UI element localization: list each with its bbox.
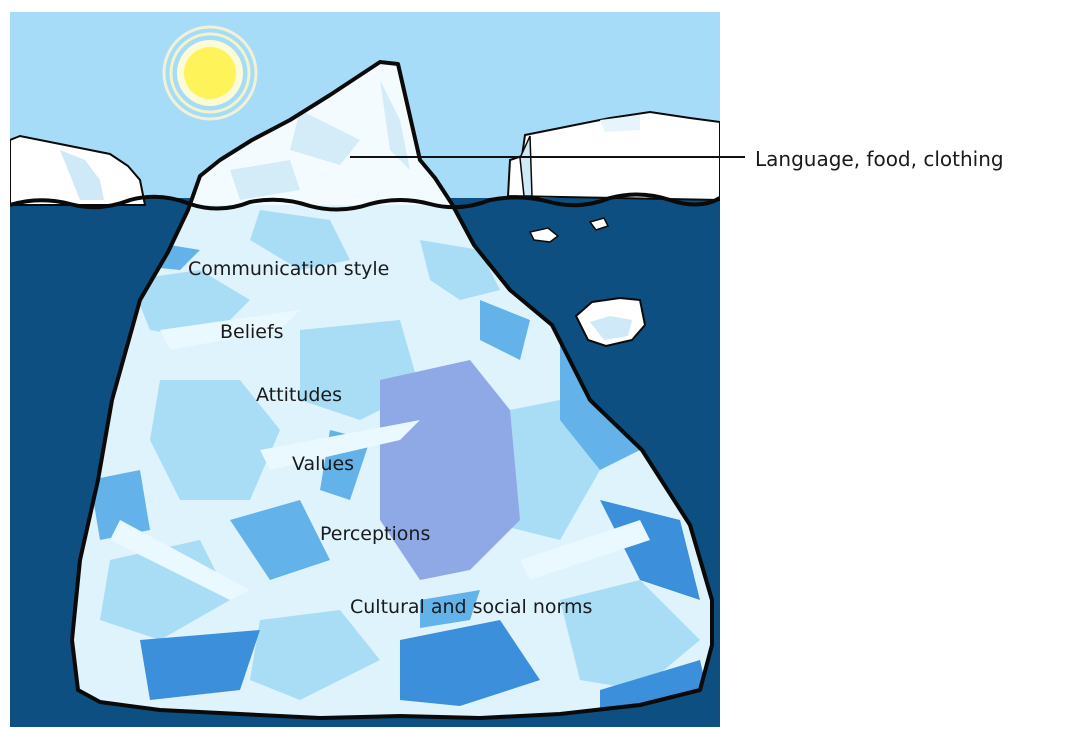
label-beliefs: Beliefs bbox=[220, 321, 284, 343]
iceberg-shading bbox=[90, 62, 712, 712]
sun-core bbox=[184, 47, 236, 99]
label-communication-style: Communication style bbox=[188, 258, 389, 280]
label-values: Values bbox=[292, 453, 354, 475]
waterline bbox=[10, 192, 720, 212]
scene bbox=[10, 12, 720, 727]
label-above-water: Language, food, clothing bbox=[755, 147, 1004, 171]
label-perceptions: Perceptions bbox=[320, 523, 430, 545]
ice-floes bbox=[528, 217, 647, 348]
label-attitudes: Attitudes bbox=[256, 384, 342, 406]
label-cultural-social-norms: Cultural and social norms bbox=[350, 596, 592, 618]
sun-icon bbox=[162, 25, 258, 121]
